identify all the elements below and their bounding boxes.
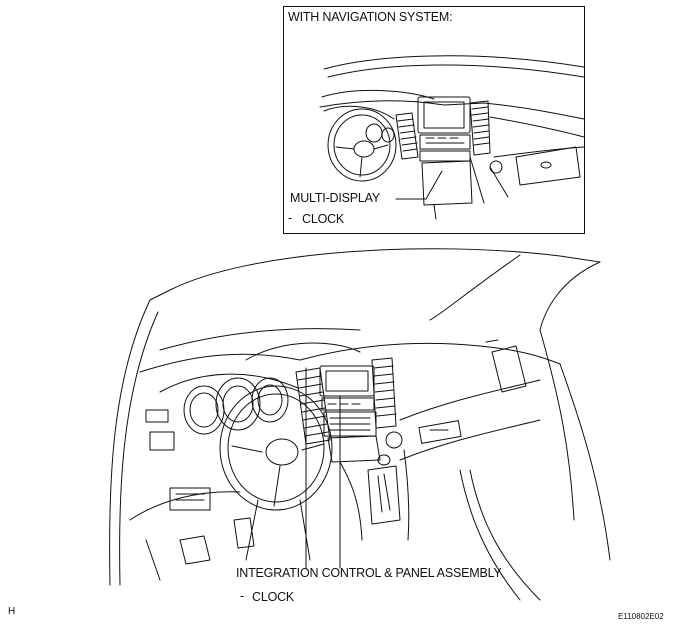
main-sub-dash: -	[240, 589, 244, 603]
figure-code: E110802E02	[618, 612, 664, 621]
footer-left-mark: H	[8, 606, 16, 617]
inset-sub-item: CLOCK	[302, 212, 345, 226]
inset-dashboard-drawing	[319, 55, 585, 220]
inset-callout-label: MULTI-DISPLAY	[290, 191, 381, 205]
inset-title: WITH NAVIGATION SYSTEM:	[288, 10, 453, 24]
main-callout-label: INTEGRATION CONTROL & PANEL ASSEMBLY	[236, 566, 502, 580]
main-sub-item: CLOCK	[252, 590, 295, 604]
inset-sub-dash: -	[288, 211, 292, 225]
inset-navigation-view: WITH NAVIGATION SYSTEM:	[283, 6, 585, 234]
